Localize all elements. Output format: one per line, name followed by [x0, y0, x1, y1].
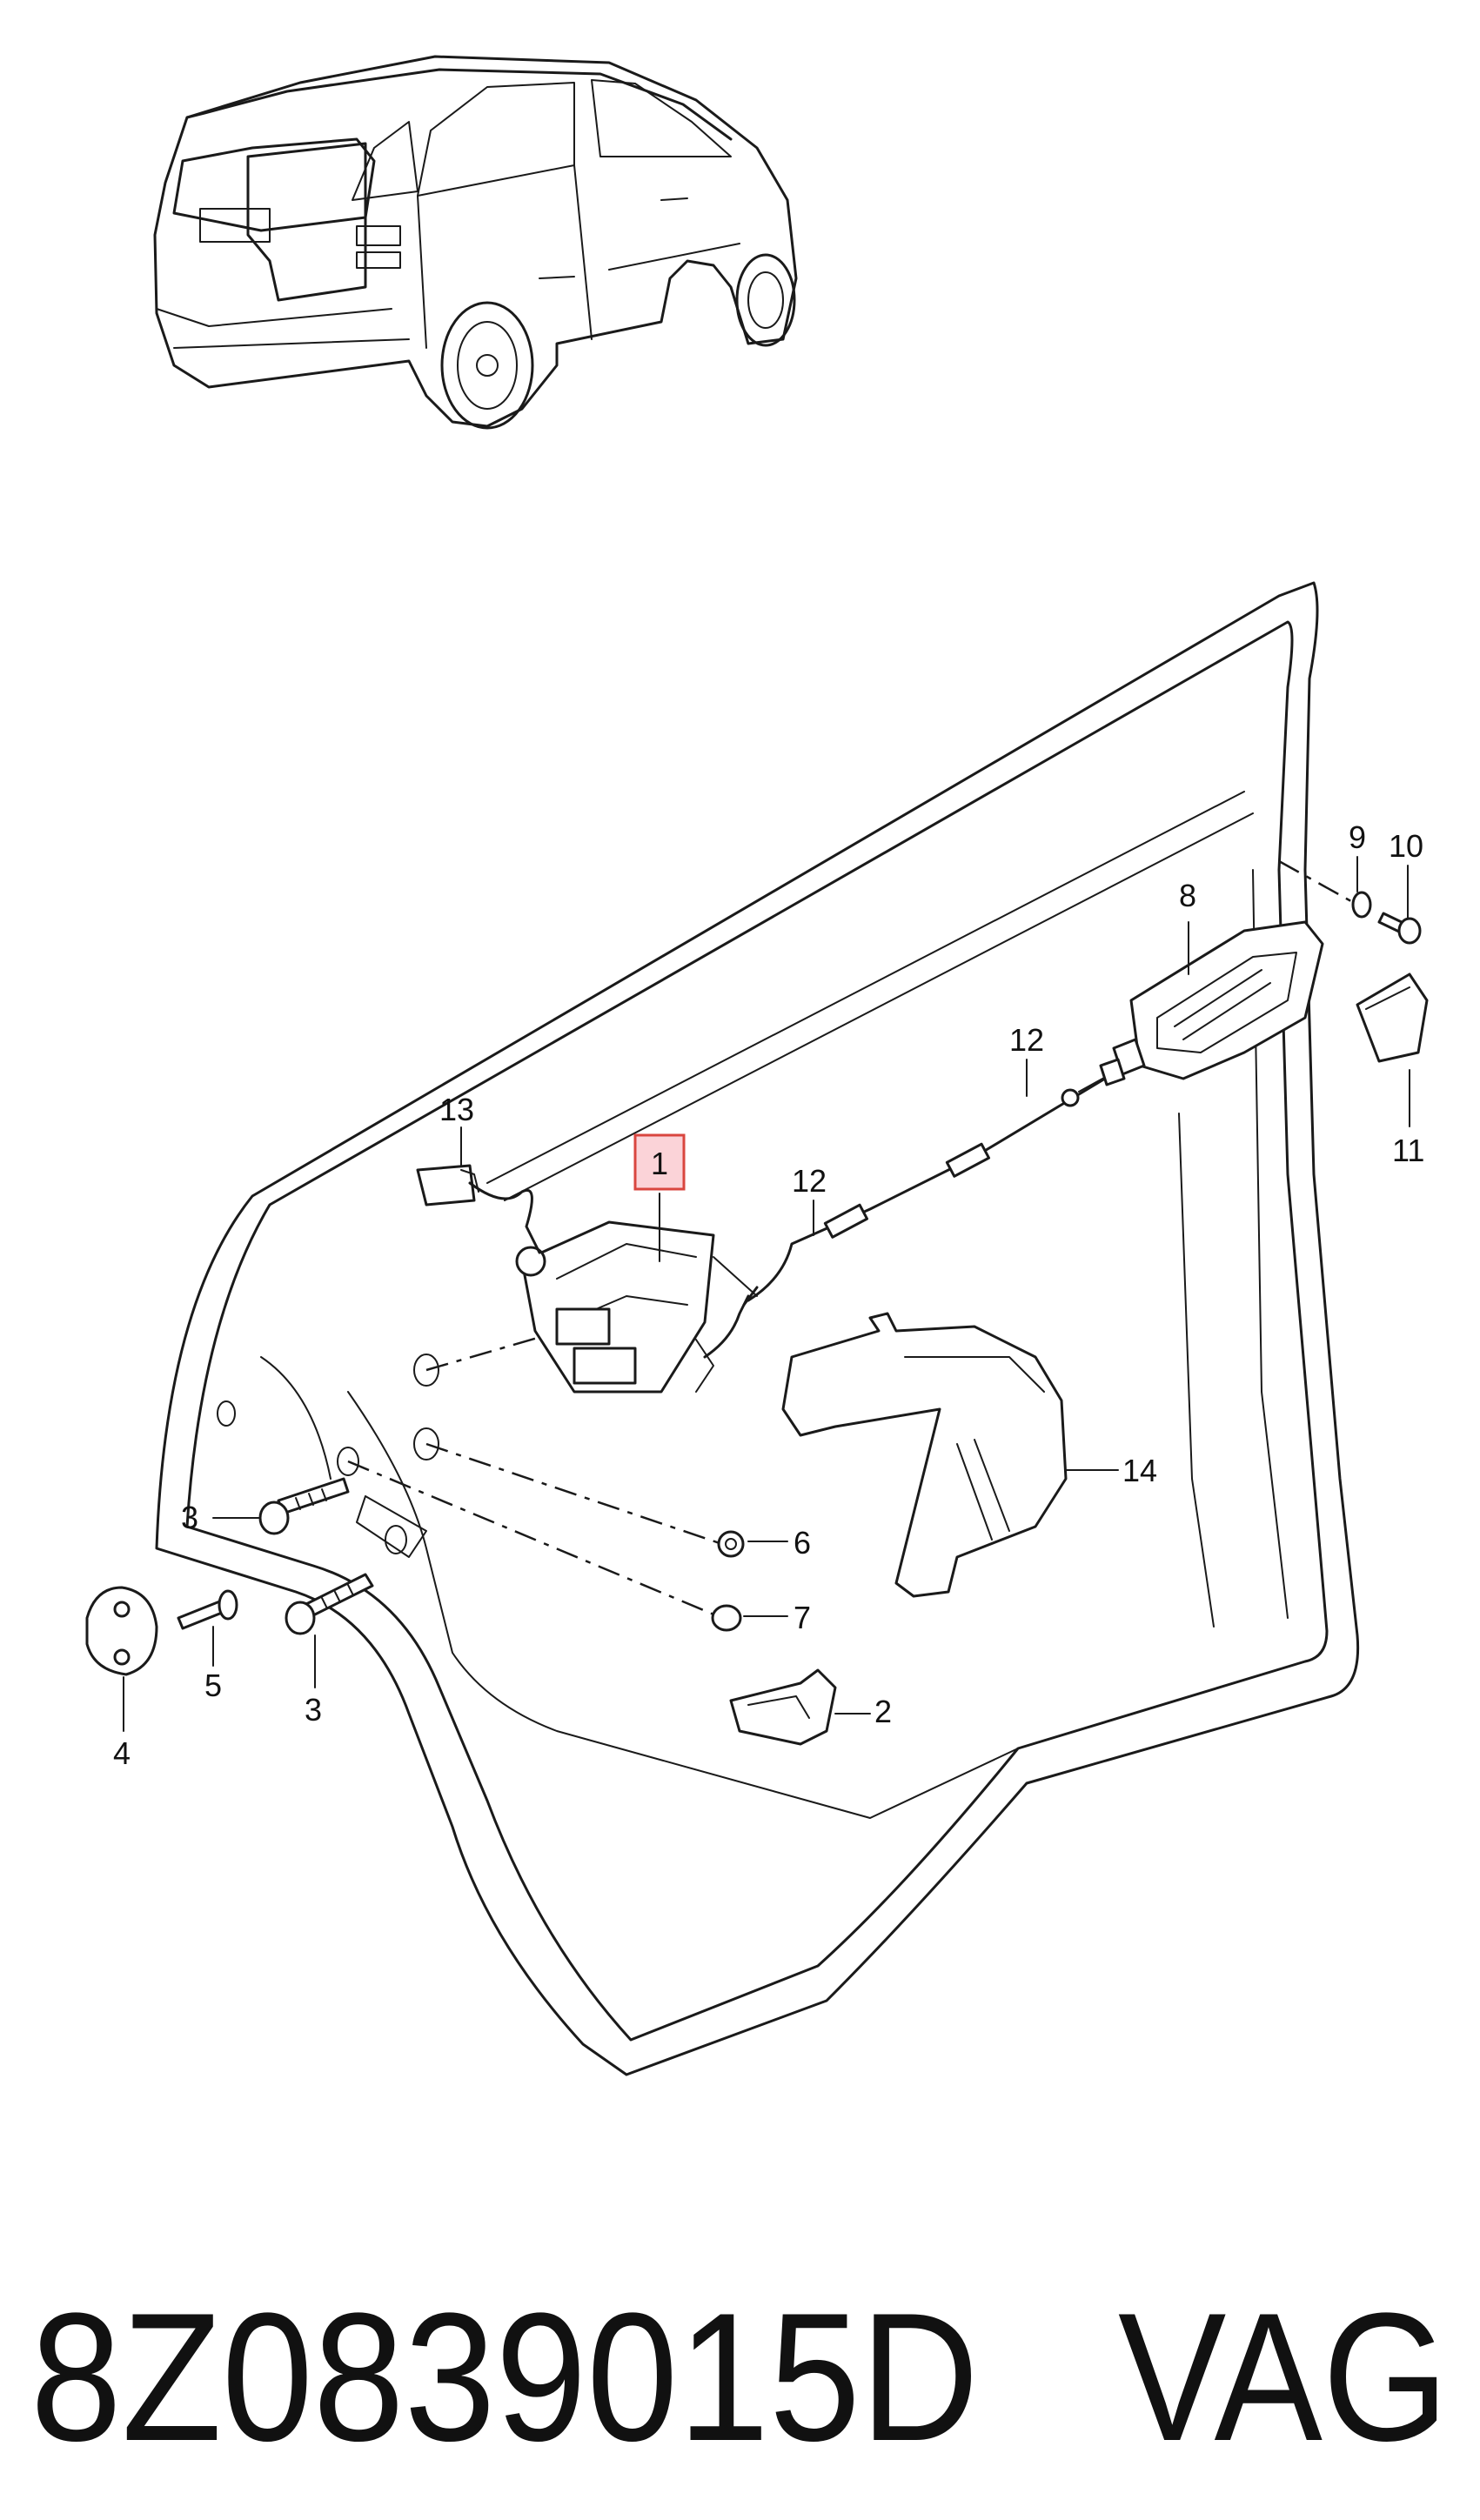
cover-cap-part-11: [1356, 973, 1429, 1063]
bolt-part-5: [177, 1589, 238, 1630]
callout-1: 1: [651, 1146, 668, 1181]
callout-14: 14: [1122, 1453, 1157, 1488]
callout-5: 5: [204, 1668, 222, 1703]
callout-13: 13: [439, 1092, 474, 1127]
leader-lines: [123, 856, 1410, 1732]
screw-part-10: [1377, 912, 1422, 945]
callout-9: 9: [1349, 819, 1366, 855]
caption: 8Z0839015D VAG: [30, 2275, 1449, 2479]
door-lock-part-1: [515, 1220, 758, 1394]
part-number-text: 8Z0839015D: [30, 2275, 979, 2479]
callout-11: 11: [1392, 1133, 1424, 1168]
screw-part-3-lower: [285, 1573, 374, 1635]
callout-6: 6: [794, 1525, 811, 1561]
screw-part-3-upper: [258, 1477, 350, 1535]
callout-2: 2: [874, 1694, 892, 1729]
clip-part-6: [717, 1530, 745, 1558]
highlight-box-part-1: [633, 1133, 686, 1191]
stop-plate-part-4: [85, 1586, 158, 1676]
car-thumbnail: [153, 55, 798, 430]
callout-3-lower: 3: [305, 1692, 322, 1728]
door-panel-outline: [155, 581, 1360, 2076]
brand-text: VAG: [1118, 2275, 1449, 2479]
callout-8: 8: [1179, 878, 1196, 913]
clip-part-7: [711, 1604, 742, 1632]
connector-part-13: [416, 1164, 541, 1254]
callout-12-lower: 12: [792, 1163, 827, 1199]
inner-handle-part-8: [1099, 920, 1324, 1086]
callout-3-upper: 3: [181, 1500, 198, 1535]
cable-part-12: [742, 1062, 1133, 1307]
callout-4: 4: [113, 1735, 131, 1771]
washer-part-9: [1351, 891, 1372, 919]
striker-part-2: [729, 1668, 837, 1746]
callout-labels: 1 2 3 3 4 5 6 7 8 9 10 11 12 12 13 14: [113, 819, 1424, 1771]
cover-part-14: [781, 1312, 1068, 1598]
callout-12-upper: 12: [1009, 1022, 1044, 1058]
callout-10: 10: [1389, 828, 1423, 864]
callout-7: 7: [794, 1600, 811, 1635]
